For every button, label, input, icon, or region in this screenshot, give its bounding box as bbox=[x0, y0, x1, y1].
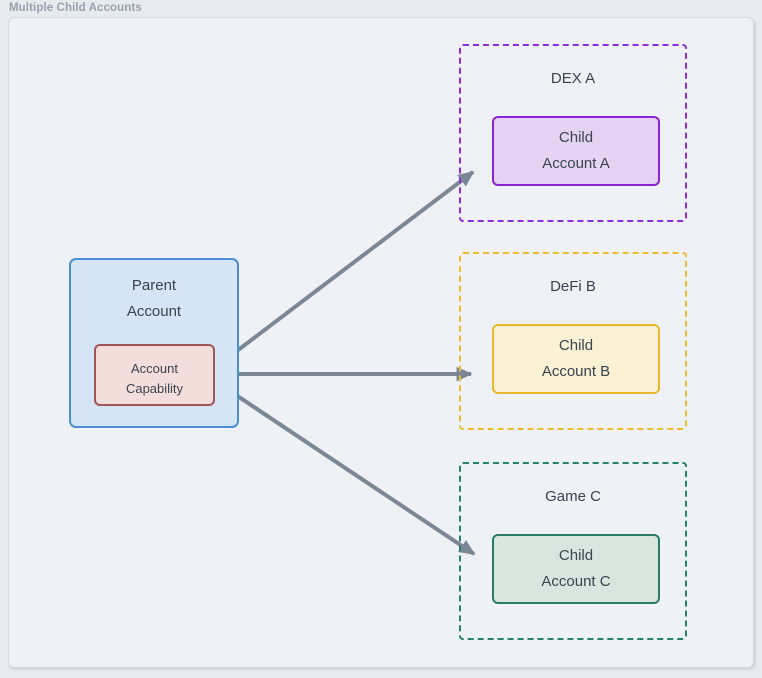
child-account-a-node: Child Account A bbox=[492, 116, 660, 186]
group-dex-a: DEX A Child Account A bbox=[459, 44, 687, 222]
group-dex-a-label: DEX A bbox=[550, 70, 596, 87]
parent-account-label: Parent Account bbox=[126, 277, 182, 320]
child-account-c-node: Child Account C bbox=[492, 534, 660, 604]
group-game-c: Game C Child Account C bbox=[459, 462, 687, 640]
group-defi-b-label: DeFi B bbox=[550, 278, 596, 295]
parent-account-node: Parent Account Account Capability bbox=[69, 258, 239, 428]
group-game-c-label: Game C bbox=[545, 488, 601, 505]
child-account-b-label: Child Account B bbox=[541, 337, 611, 380]
child-account-b-node: Child Account B bbox=[492, 324, 660, 394]
child-account-c-label: Child Account C bbox=[541, 547, 611, 590]
child-account-a-label: Child Account A bbox=[542, 129, 610, 172]
group-defi-b: DeFi B Child Account B bbox=[459, 252, 687, 430]
diagram-title: Multiple Child Accounts bbox=[9, 2, 142, 14]
account-capability-node: Account Capability bbox=[94, 344, 215, 406]
account-capability-label: Account Capability bbox=[125, 361, 184, 396]
